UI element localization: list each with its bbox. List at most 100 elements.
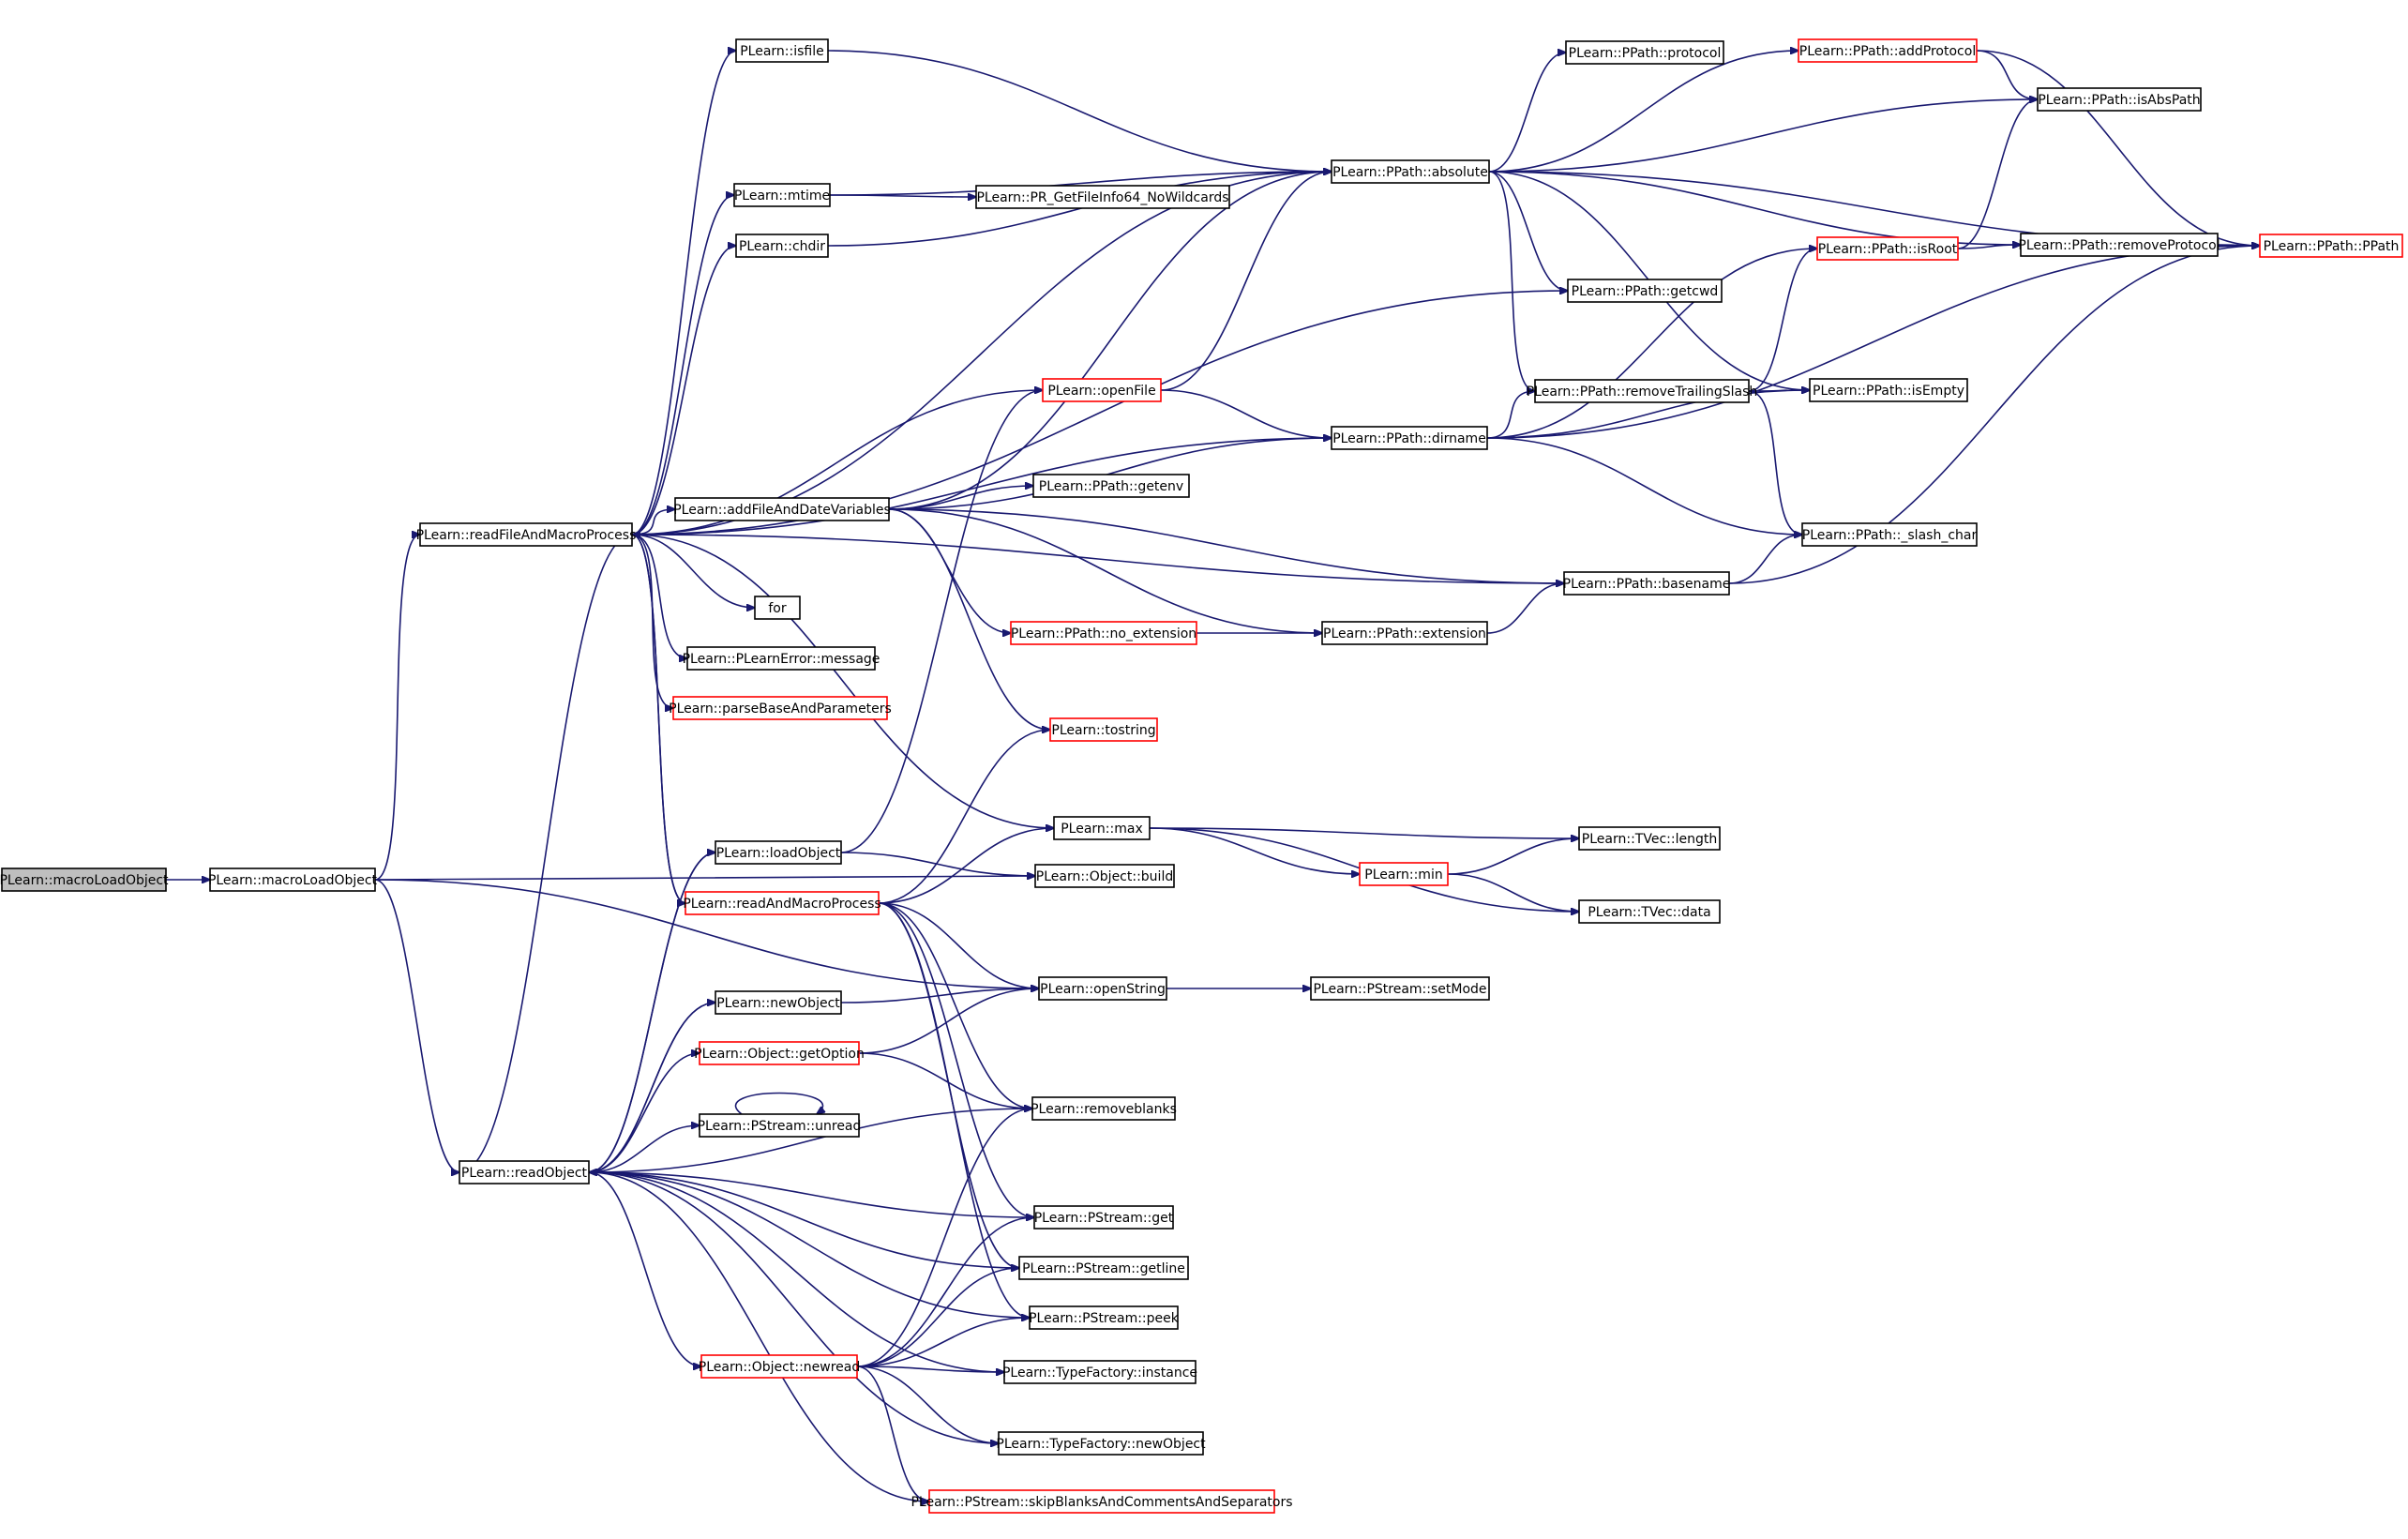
node-label: PLearn::PPath::absolute [1332, 165, 1488, 180]
node-pstream-getline[interactable]: PLearn::PStream::getline [1018, 1256, 1189, 1280]
edge-mtime-to-ppath-absolute [829, 172, 1332, 196]
edge-readfileandmacroprocess-to-isfile [631, 51, 736, 536]
node-label: for [768, 601, 786, 616]
node-addfileanddatevariables[interactable]: PLearn::addFileAndDateVariables [673, 497, 891, 521]
node-readfileandmacroprocess[interactable]: PLearn::readFileAndMacroProcess [416, 522, 637, 547]
node-readandmacroprocess[interactable]: PLearn::readAndMacroProcess [683, 891, 881, 915]
node-pstream-peek[interactable]: PLearn::PStream::peek [1029, 1305, 1180, 1330]
node-skipblanks[interactable]: PLearn::PStream::skipBlanksAndCommentsAn… [911, 1489, 1293, 1514]
edge-macroloadobject-to-openstring [374, 879, 1039, 988]
node-label: PLearn::parseBaseAndParameters [669, 702, 892, 717]
node-ppath-extension[interactable]: PLearn::PPath::extension [1321, 621, 1488, 645]
node-label: PLearn::PPath::_slash_char [1802, 528, 1978, 543]
edge-ppath-absolute-to-removetrailingslash [1488, 171, 1535, 391]
node-pstream-get[interactable]: PLearn::PStream::get [1033, 1205, 1174, 1230]
node-readobject[interactable]: PLearn::readObject [459, 1160, 590, 1184]
node-object-newread[interactable]: PLearn::Object::newread [699, 1354, 861, 1379]
edge-addfileanddatevariables-to-ppath-absolute [888, 172, 1332, 510]
node-box [733, 183, 831, 207]
node-min[interactable]: PLearn::min [1359, 862, 1449, 886]
node-label: PLearn::tostring [1051, 723, 1155, 738]
edge-macroloadobject-to-object-build [374, 876, 1035, 881]
node-pr-getfileinfo64[interactable]: PLearn::PR_GetFileInfo64_NoWildcards [975, 185, 1230, 209]
node-ppath-dirname[interactable]: PLearn::PPath::dirname [1331, 426, 1488, 450]
node-newobject[interactable]: PLearn::newObject [715, 990, 842, 1015]
edge-readobject-to-pstream-get [588, 1171, 1034, 1217]
edge-readandmacroprocess-to-openstring [878, 902, 1039, 988]
node-pstream-setmode[interactable]: PLearn::PStream::setMode [1310, 976, 1490, 1001]
node-label: PLearn::PPath::removeTrailingSlash [1527, 385, 1758, 400]
node-parsebaseandparameters[interactable]: PLearn::parseBaseAndParameters [669, 696, 892, 720]
node-typefactory-newobject[interactable]: PLearn::TypeFactory::newObject [996, 1431, 1206, 1456]
node-object-build[interactable]: PLearn::Object::build [1034, 864, 1175, 888]
node-typefactory-instance[interactable]: PLearn::TypeFactory::instance [1002, 1360, 1197, 1384]
node-plearnerror-message[interactable]: PLearn::PLearnError::message [683, 646, 880, 671]
edge-readobject-to-pstream-getline [588, 1171, 1019, 1268]
edge-ppath-isroot-to-ppath-isabspath [1957, 99, 2038, 249]
node-object-getoption[interactable]: PLearn::Object::getOption [694, 1041, 865, 1065]
node-box [1038, 976, 1167, 1001]
edge-object-newread-to-pstream-peek [856, 1318, 1030, 1367]
node-box [419, 522, 633, 547]
node-box [209, 868, 376, 892]
node-label: PLearn::macroLoadObject [0, 873, 169, 888]
node-ppath-isabspath[interactable]: PLearn::PPath::isAbsPath [2037, 87, 2202, 112]
node-mtime[interactable]: PLearn::mtime [733, 183, 831, 207]
node-ppath-protocol[interactable]: PLearn::PPath::protocol [1565, 40, 1724, 65]
node-box [1801, 522, 1978, 547]
node-label: PLearn::openFile [1047, 384, 1155, 399]
node-pstream-unread[interactable]: PLearn::PStream::unread [698, 1113, 862, 1138]
node-openfile[interactable]: PLearn::openFile [1042, 378, 1162, 402]
node-ppath-absolute[interactable]: PLearn::PPath::absolute [1331, 159, 1490, 184]
node-ppath-getcwd[interactable]: PLearn::PPath::getcwd [1567, 279, 1723, 303]
edge-ppath-dirname-to-ppath-slash-char [1486, 437, 1802, 535]
node-ppath-getenv[interactable]: PLearn::PPath::getenv [1032, 474, 1190, 498]
node-box [735, 38, 829, 63]
node-tvec-length[interactable]: PLearn::TVec::length [1578, 826, 1721, 851]
node-label: PLearn::PPath::getcwd [1572, 284, 1719, 299]
node-label: PLearn::Object::getOption [694, 1047, 865, 1062]
node-macroloadobject[interactable]: PLearn::macroLoadObject [208, 868, 378, 892]
edge-addfileanddatevariables-to-ppath-basename [888, 508, 1564, 583]
edge-layer [166, 51, 2260, 1501]
node-removeblanks[interactable]: PLearn::removeblanks [1031, 1096, 1177, 1121]
node-box [1003, 1360, 1196, 1384]
node-box [2259, 234, 2403, 258]
edge-ppath-dirname-to-ppath-isroot [1486, 249, 1817, 439]
node-box [1578, 826, 1721, 851]
node-ppath-isroot[interactable]: PLearn::PPath::isRoot [1816, 236, 1959, 261]
node-box [1033, 1205, 1174, 1230]
edge-ppath-extension-to-ppath-basename [1486, 583, 1564, 634]
edge-ppath-isroot-to-ppath-removeprotocol [1957, 245, 2021, 249]
node-isfile[interactable]: PLearn::isfile [735, 38, 829, 63]
edge-ppath-addprotocol-to-ppath-isabspath [1976, 50, 2038, 99]
edge-readandmacroprocess-to-pstream-get [878, 902, 1034, 1217]
node-box [998, 1431, 1204, 1456]
node-tostring[interactable]: PLearn::tostring [1049, 717, 1158, 742]
node-ppath-slash-char[interactable]: PLearn::PPath::_slash_char [1801, 522, 1978, 547]
node-for[interactable]: for [754, 596, 801, 620]
node-max[interactable]: PLearn::max [1053, 816, 1151, 840]
node-box [1042, 378, 1162, 402]
edge-readfileandmacroprocess-to-for [631, 534, 755, 608]
edge-object-newread-to-typefactory-newobject [856, 1365, 999, 1443]
node-ppath-no-extension[interactable]: PLearn::PPath::no_extension [1010, 621, 1197, 645]
node-tvec-data[interactable]: PLearn::TVec::data [1578, 899, 1721, 924]
node-ppath-isempty[interactable]: PLearn::PPath::isEmpty [1809, 378, 1968, 402]
edge-readfileandmacroprocess-to-ppath-basename [631, 534, 1564, 583]
node-ppath-basename[interactable]: PLearn::PPath::basename [1563, 571, 1731, 596]
node-ppath-removeprotocol[interactable]: PLearn::PPath::removeProtocol [2018, 233, 2220, 257]
edge-mtime-to-pr-getfileinfo64 [829, 195, 976, 197]
node-label: PLearn::PR_GetFileInfo64_NoWildcards [976, 190, 1228, 205]
edge-addfileanddatevariables-to-tostring [888, 508, 1050, 730]
node-removetrailingslash[interactable]: PLearn::PPath::removeTrailingSlash [1527, 379, 1758, 403]
node-loadobject[interactable]: PLearn::loadObject [715, 840, 842, 865]
node-box [1032, 474, 1190, 498]
node-chdir[interactable]: PLearn::chdir [735, 234, 829, 258]
node-openstring[interactable]: PLearn::openString [1038, 976, 1167, 1001]
node-box [1578, 899, 1721, 924]
node-ppath-addprotocol[interactable]: PLearn::PPath::addProtocol [1798, 38, 1978, 63]
node-ppath-ppath[interactable]: PLearn::PPath::PPath [2259, 234, 2403, 258]
node-label: PLearn::PPath::PPath [2264, 239, 2400, 254]
node-box [1010, 621, 1197, 645]
